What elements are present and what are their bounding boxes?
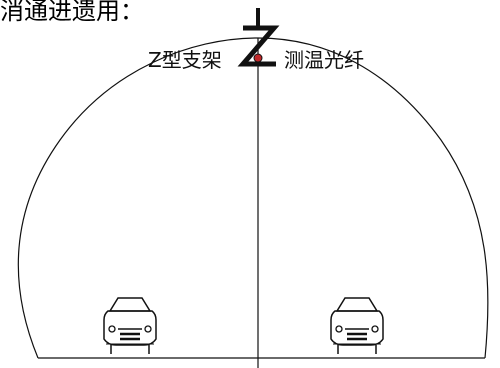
car-front-icon	[103, 297, 157, 354]
tunnel-arch	[17, 37, 489, 359]
top-cropped-text: 消通进遗用：	[0, 0, 144, 25]
car-front-icon	[330, 297, 384, 354]
z-bracket-icon	[237, 8, 280, 67]
temperature-fiber-label: 测温光纤	[284, 48, 364, 72]
temperature-fiber-dot	[253, 53, 263, 63]
z-bracket-label: Z型支架	[148, 48, 222, 72]
